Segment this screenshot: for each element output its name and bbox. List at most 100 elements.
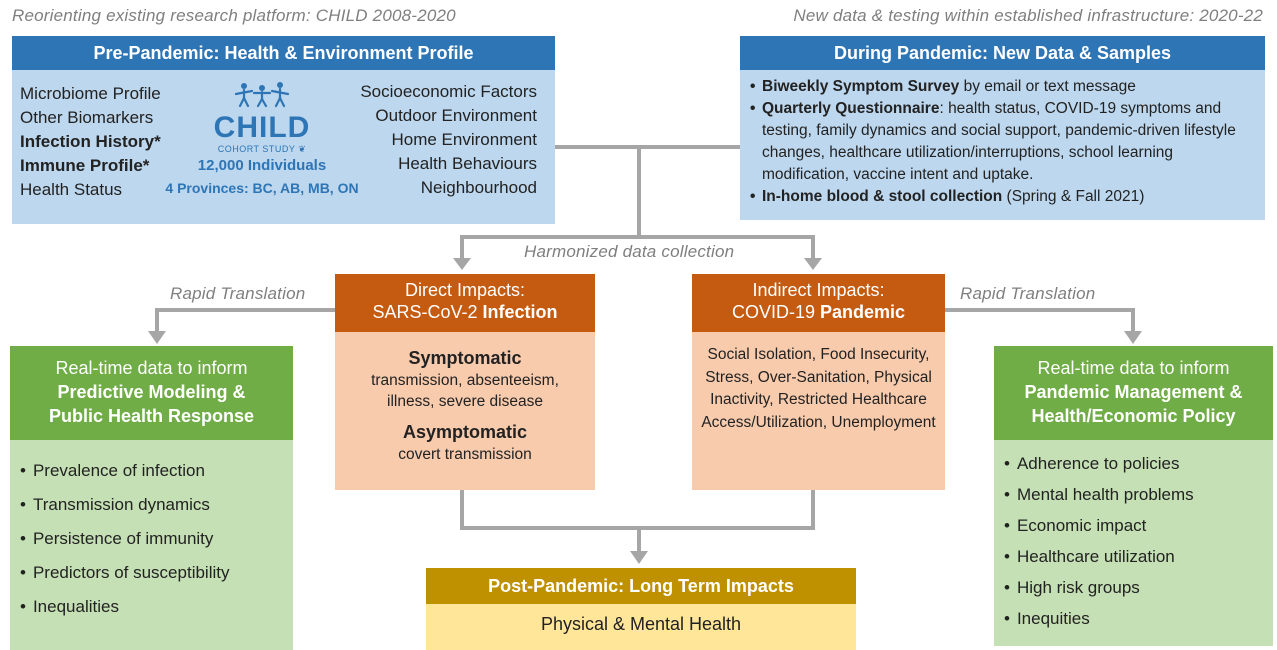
during-pandemic-body: Biweekly Symptom Survey by email or text… <box>740 70 1265 220</box>
caption-rapid-right: Rapid Translation <box>960 284 1096 303</box>
post-pandemic-title: Post-Pandemic: Long Term Impacts <box>426 568 856 604</box>
connector-line <box>460 235 464 263</box>
list-item: Inequalities <box>20 590 293 624</box>
connector-line <box>945 308 1135 312</box>
child-provinces: 4 Provinces: BC, AB, MB, ON <box>165 180 359 196</box>
profile-item: Infection History* <box>20 132 161 151</box>
predictive-modeling-body: Prevalence of infection Transmission dyn… <box>10 440 293 650</box>
child-logo: CHILD COHORT STUDY ❦ 12,000 Individuals … <box>162 80 362 199</box>
child-logo-sub: COHORT STUDY ❦ <box>162 143 362 155</box>
during-pandemic-list: Biweekly Symptom Survey by email or text… <box>750 76 1257 208</box>
pre-pandemic-body: Microbiome Profile Other Biomarkers Infe… <box>12 70 555 224</box>
list-item: Persistence of immunity <box>20 522 293 556</box>
connector-line <box>155 308 335 312</box>
list-item: Adherence to policies <box>1004 448 1273 479</box>
item-text: by email or text message <box>959 78 1136 95</box>
pre-pandemic-left-list: Microbiome Profile Other Biomarkers Infe… <box>20 82 161 202</box>
caption-harmonized: Harmonized data collection <box>522 242 737 262</box>
arrowhead <box>148 331 166 344</box>
caption-rapid-left: Rapid Translation <box>170 284 306 303</box>
title-line: Indirect Impacts: <box>752 280 885 300</box>
title-plain: SARS-CoV-2 <box>372 302 483 322</box>
during-pandemic-box: During Pandemic: New Data & Samples Biwe… <box>740 36 1265 220</box>
title-line: COVID-19 Pandemic <box>692 301 945 323</box>
pandemic-management-box: Real-time data to inform Pandemic Manage… <box>994 346 1273 646</box>
symptomatic-title: Symptomatic <box>408 348 522 368</box>
list-item: Biweekly Symptom Survey by email or text… <box>750 76 1257 98</box>
title-bold: Infection <box>482 302 558 322</box>
during-pandemic-title: During Pandemic: New Data & Samples <box>740 36 1265 70</box>
list-item: Mental health problems <box>1004 479 1273 510</box>
item-bold: Biweekly Symptom Survey <box>762 78 960 95</box>
profile-item: Health Behaviours <box>398 154 537 173</box>
symptomatic-text: transmission, absenteeism, illness, seve… <box>371 372 559 410</box>
pandemic-management-list: Adherence to policies Mental health prob… <box>1004 448 1273 634</box>
list-item: Transmission dynamics <box>20 488 293 522</box>
connector-line <box>155 308 159 334</box>
post-pandemic-box: Post-Pandemic: Long Term Impacts Physica… <box>426 568 856 650</box>
connector-line <box>811 490 815 530</box>
connector-line <box>637 145 641 237</box>
profile-item: Socioeconomic Factors <box>360 82 537 101</box>
list-item: Quarterly Questionnaire: health status, … <box>750 98 1257 186</box>
item-text: : health status, COVID-19 symptoms and t… <box>762 100 1236 183</box>
child-logo-name: CHILD <box>213 111 311 144</box>
title-line: SARS-CoV-2 Infection <box>335 301 595 323</box>
list-item: Inequities <box>1004 603 1273 634</box>
maple-leaf-icon: ❦ <box>298 144 307 154</box>
arrowhead <box>453 258 471 270</box>
connector-line <box>460 490 464 530</box>
profile-item: Other Biomarkers <box>20 108 154 127</box>
indirect-impacts-title: Indirect Impacts: COVID-19 Pandemic <box>692 274 945 337</box>
connector-line <box>637 526 641 556</box>
child-individuals: 12,000 Individuals <box>197 157 327 174</box>
list-item: Predictors of susceptibility <box>20 556 293 590</box>
title-line: Direct Impacts: <box>404 280 526 300</box>
pre-pandemic-box: Pre-Pandemic: Health & Environment Profi… <box>12 36 555 224</box>
list-item: Economic impact <box>1004 510 1273 541</box>
direct-impacts-box: Direct Impacts: SARS-CoV-2 Infection Sym… <box>335 274 595 490</box>
pandemic-management-body: Adherence to policies Mental health prob… <box>994 440 1273 646</box>
profile-item: Health Status <box>20 180 123 199</box>
profile-item: Neighbourhood <box>420 178 537 197</box>
list-item: High risk groups <box>1004 572 1273 603</box>
title-line: Real-time data to inform <box>1037 358 1230 378</box>
arrowhead <box>1124 331 1142 344</box>
pandemic-management-title: Real-time data to inform Pandemic Manage… <box>994 346 1273 450</box>
direct-impacts-body: Symptomatic transmission, absenteeism, i… <box>335 332 595 490</box>
predictive-modeling-list: Prevalence of infection Transmission dyn… <box>20 454 293 624</box>
title-bold: Pandemic Management & Health/Economic Po… <box>1024 382 1243 426</box>
list-item: Healthcare utilization <box>1004 541 1273 572</box>
predictive-modeling-title: Real-time data to inform Predictive Mode… <box>10 346 293 450</box>
arrowhead <box>804 258 822 270</box>
item-bold: In-home blood & stool collection <box>762 188 1003 205</box>
profile-item: Immune Profile* <box>20 156 150 175</box>
list-item: In-home blood & stool collection (Spring… <box>750 186 1257 208</box>
caption-child-platform: Reorienting existing research platform: … <box>12 6 456 25</box>
item-text: (Spring & Fall 2021) <box>1002 188 1145 205</box>
profile-item: Home Environment <box>391 130 537 149</box>
pre-pandemic-right-list: Socioeconomic Factors Outdoor Environmen… <box>360 80 537 200</box>
asymptomatic-title: Asymptomatic <box>402 422 528 442</box>
connector-line <box>811 235 815 263</box>
title-line: Real-time data to inform <box>55 358 248 378</box>
profile-item: Outdoor Environment <box>375 106 537 125</box>
item-bold: Quarterly Questionnaire <box>762 100 940 117</box>
title-bold: Pandemic <box>819 302 906 322</box>
profile-item: Microbiome Profile <box>20 84 161 103</box>
caption-new-data: New data & testing within established in… <box>793 6 1263 25</box>
connector-line <box>555 145 740 149</box>
child-logo-sub-text: COHORT STUDY <box>217 144 296 154</box>
arrowhead <box>630 551 648 564</box>
direct-impacts-title: Direct Impacts: SARS-CoV-2 Infection <box>335 274 595 337</box>
list-item: Prevalence of infection <box>20 454 293 488</box>
post-pandemic-body: Physical & Mental Health <box>426 604 856 650</box>
title-plain: COVID-19 <box>731 302 820 322</box>
connector-line <box>1131 308 1135 334</box>
title-bold: Predictive Modeling & Public Health Resp… <box>48 382 255 426</box>
indirect-impacts-body: Social Isolation, Food Insecurity, Stres… <box>692 332 945 490</box>
pre-pandemic-title: Pre-Pandemic: Health & Environment Profi… <box>12 36 555 70</box>
family-icon <box>234 82 290 108</box>
connector-line <box>460 235 815 239</box>
asymptomatic-text: covert transmission <box>398 446 532 463</box>
